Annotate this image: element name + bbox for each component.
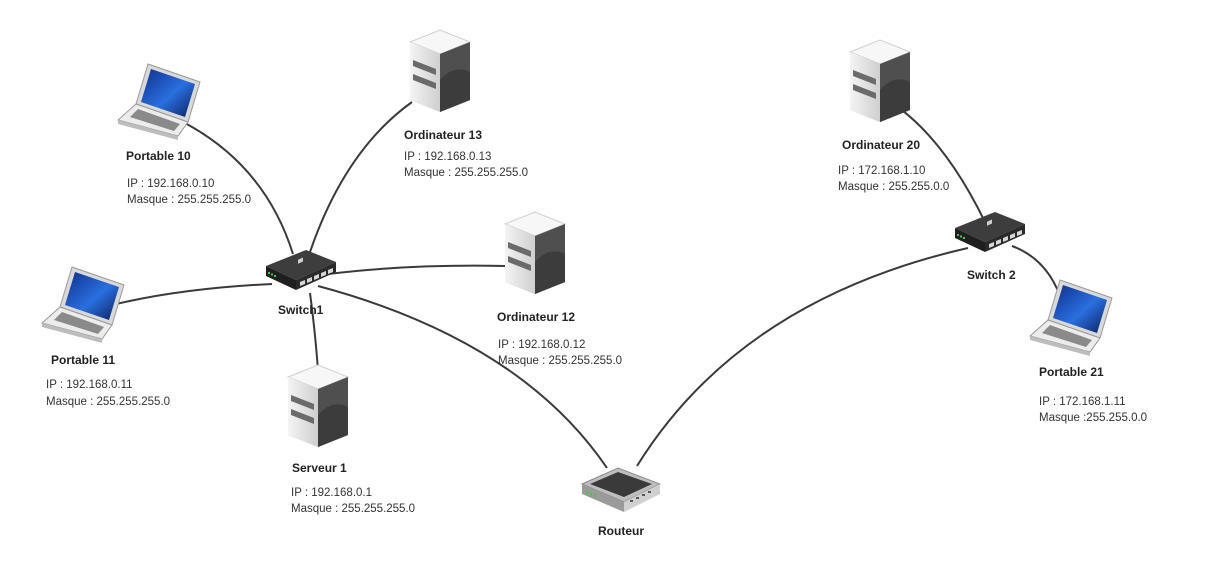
computer-tower-icon: [504, 211, 566, 295]
node-portable-10[interactable]: Portable 10 IP : 192.168.0.10 Masque : 2…: [117, 63, 251, 206]
link-routeur-switch2: [636, 247, 969, 467]
node-portable-11[interactable]: Portable 11 IP : 192.168.0.11 Masque : 2…: [41, 266, 170, 408]
link-switch1-portable11: [115, 283, 273, 305]
node-name: Serveur 1: [292, 461, 347, 475]
node-switch1[interactable]: Switch1: [266, 250, 336, 317]
node-portable-21[interactable]: Portable 21 IP : 172.168.1.11 Masque :25…: [1029, 279, 1147, 424]
node-ip: IP : 192.168.0.11: [46, 379, 133, 391]
node-ordinateur-12[interactable]: Ordinateur 12 IP : 192.168.0.12 Masque :…: [497, 211, 622, 367]
node-ip: IP : 192.168.0.12: [498, 339, 585, 351]
link-switch1-ordinateur13: [309, 101, 413, 253]
node-mask: Masque : 255.255.0.0: [838, 181, 949, 193]
node-mask: Masque :255.255.0.0: [1039, 412, 1147, 424]
node-name: Switch1: [278, 303, 324, 317]
laptop-icon: [41, 266, 125, 344]
node-name: Ordinateur 13: [404, 128, 482, 142]
laptop-icon: [117, 63, 201, 141]
node-name: Routeur: [598, 524, 644, 538]
computer-tower-icon: [409, 29, 471, 113]
node-ordinateur-13[interactable]: Ordinateur 13 IP : 192.168.0.13 Masque :…: [404, 29, 528, 179]
node-name: Portable 21: [1039, 365, 1104, 379]
node-ip: IP : 172.168.1.11: [1039, 396, 1126, 408]
node-serveur-1[interactable]: Serveur 1 IP : 192.168.0.1 Masque : 255.…: [287, 364, 415, 515]
computer-tower-icon: [849, 39, 911, 123]
node-mask: Masque : 255.255.255.0: [291, 503, 415, 515]
link-switch2-ordinateur20: [894, 104, 986, 223]
node-name: Portable 10: [126, 149, 191, 163]
node-mask: Masque : 255.255.255.0: [404, 167, 528, 179]
node-name: Ordinateur 12: [497, 310, 575, 324]
server-icon: [287, 364, 349, 448]
link-switch1-routeur: [317, 285, 608, 469]
link-switch1-serveur1: [309, 292, 319, 371]
node-switch-2[interactable]: Switch 2: [955, 212, 1025, 282]
link-switch1-ordinateur12: [327, 264, 506, 275]
node-name: Switch 2: [967, 268, 1016, 282]
node-mask: Masque : 255.255.255.0: [46, 396, 170, 408]
node-routeur[interactable]: Routeur: [581, 467, 661, 538]
router-icon: [581, 467, 661, 513]
node-mask: Masque : 255.255.255.0: [498, 355, 622, 367]
links: [115, 101, 1064, 469]
node-name: Portable 11: [51, 353, 115, 367]
node-ip: IP : 172.168.1.10: [838, 165, 925, 177]
network-switch-icon: [266, 250, 336, 290]
node-ordinateur-20[interactable]: Ordinateur 20 IP : 172.168.1.10 Masque :…: [838, 39, 949, 193]
link-switch1-portable10: [182, 121, 294, 255]
laptop-icon: [1029, 279, 1113, 357]
node-ip: IP : 192.168.0.1: [291, 487, 372, 499]
node-name: Ordinateur 20: [842, 138, 920, 152]
node-mask: Masque : 255.255.255.0: [127, 194, 251, 206]
node-ip: IP : 192.168.0.10: [127, 178, 214, 190]
node-ip: IP : 192.168.0.13: [404, 151, 491, 163]
